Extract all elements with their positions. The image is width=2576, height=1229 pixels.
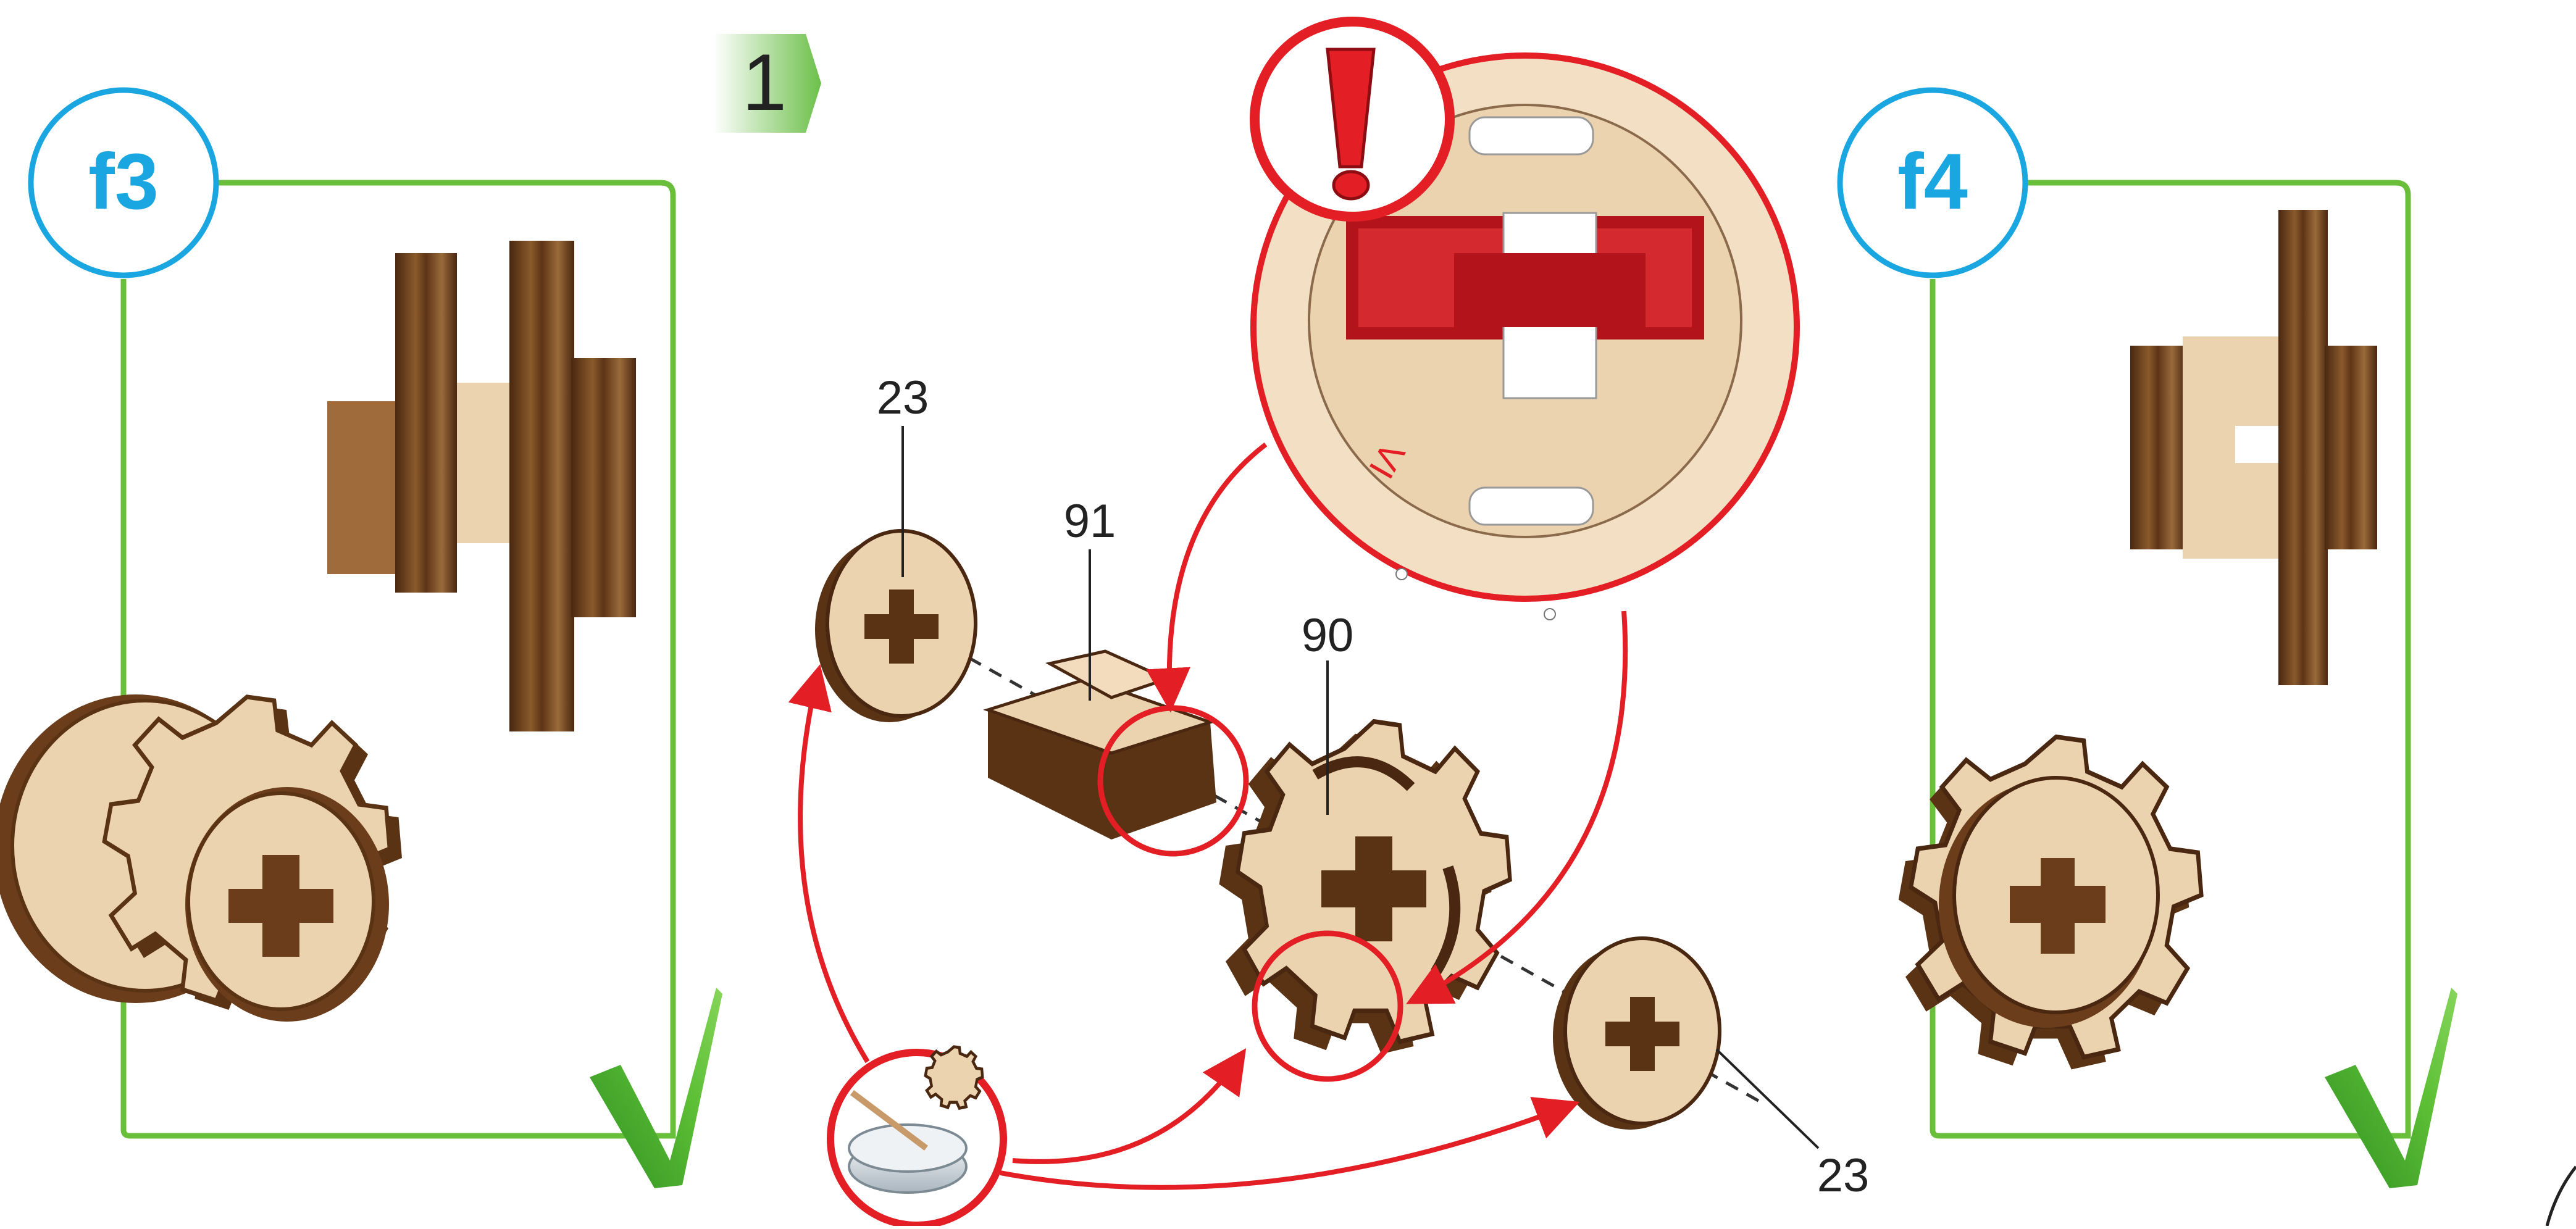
f3-checkmark-icon: [590, 988, 722, 1188]
part-number-91: 91: [1064, 495, 1116, 548]
f3-side-view: [327, 241, 636, 731]
f4-assembled-gear: [1899, 737, 2201, 1070]
part-number-23-bottom: 23: [1817, 1149, 1870, 1202]
left-panel: f3: [0, 90, 722, 1188]
f4-side-view: [2130, 210, 2377, 685]
glue-arrow-to-washer-top: [800, 673, 868, 1062]
glue-arrow-to-gear: [1013, 1056, 1241, 1162]
part-number-23-top: 23: [877, 372, 929, 424]
gear-part: [1219, 722, 1510, 1054]
step-number: 1: [742, 37, 787, 127]
glue-arrow-to-washer-bottom: [1000, 1105, 1571, 1188]
zoom-arrow-to-axle: [1169, 444, 1266, 704]
cross-axle: [988, 651, 1216, 839]
part-number-90: 90: [1302, 609, 1354, 662]
step-indicator: 1: [713, 34, 821, 133]
right-panel: f4: [1840, 90, 2457, 1188]
f4-badge-label: f4: [1897, 138, 1968, 226]
f3-assembled-gear: [0, 694, 402, 1022]
f3-badge-label: f3: [88, 138, 159, 226]
f4-checkmark-icon: [2325, 988, 2457, 1188]
washer-bottom: [1553, 938, 1720, 1130]
washer-top: [815, 531, 976, 722]
page-corner-curl: [2547, 1167, 2576, 1226]
